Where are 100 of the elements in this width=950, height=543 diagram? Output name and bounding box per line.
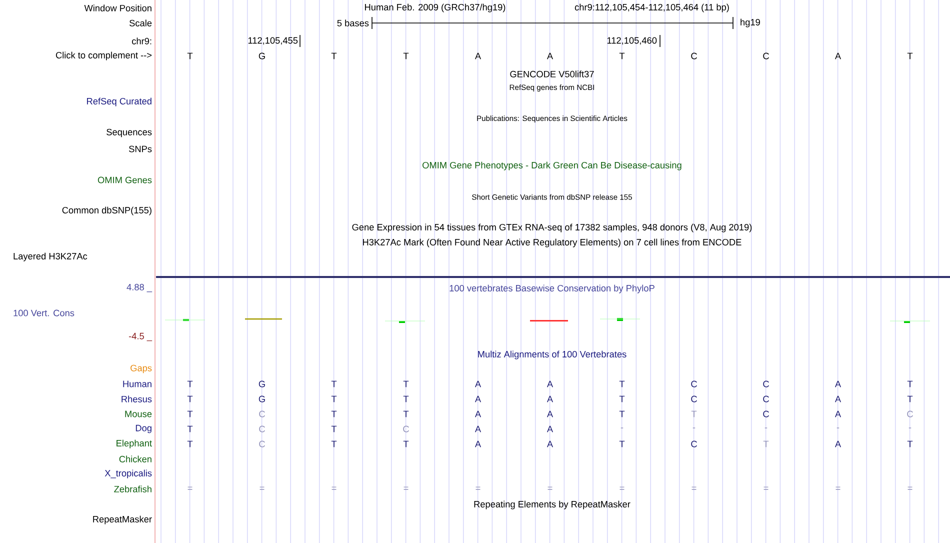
base-letter: A [546,52,554,60]
alignment-base: T [187,396,193,402]
scale-text: hg19 [740,18,760,28]
alignment-base: A [474,396,482,402]
alignment-base: A [834,380,842,388]
alignment-base: A [474,380,482,388]
alignment-base: = [332,486,336,490]
base-letter: C [691,52,697,60]
coordinate-text: 112,105,460 [607,37,657,45]
alignment-base: C [403,426,409,432]
alignment-base: = [620,486,624,490]
alignment-base: C [763,380,769,388]
alignment-base: A [474,410,482,418]
alignment-base: A [546,410,554,418]
axis-value: -4.5 _ [128,332,152,342]
alignment-base: C [259,440,265,448]
track-title: Gene Expression in 54 tissues from GTEx RNA-seq of 17382 samples, 948 donors (V8, Aug 2019) [352,224,752,232]
alignment-base: = [836,486,840,490]
alignment-base: = [404,486,408,490]
track-label: SNPs [129,146,152,152]
assembly-text: Human Feb. 2009 (GRCh37/hg19) [365,4,506,12]
alignment-base: T [331,380,337,388]
alignment-base: T [619,380,625,388]
scale-text: 5 bases [337,20,369,26]
alignment-base: C [763,410,769,418]
alignment-base: A [474,426,482,432]
row-label: Click to complement --> [56,52,152,60]
base-letter: T [403,52,409,60]
track-title: H3K27Ac Mark (Often Found Near Active Regulatory Elements) on 7 cell lines from ENCODE [363,238,742,248]
track-label: RefSeq Curated [87,98,152,106]
alignment-base: T [331,426,337,432]
track-title: GENCODE V50lift37 [510,70,594,78]
row-label: Scale [130,20,152,26]
alignment-base: G [258,380,265,388]
alignment-base: C [259,410,265,418]
alignment-base: T [331,396,337,402]
alignment-base: A [834,440,842,448]
base-letter: G [258,52,265,60]
alignment-base: G [258,396,265,402]
alignment-base: A [546,426,554,432]
alignment-base: A [546,380,554,388]
species-label: Elephant [116,440,152,448]
species-label: Mouse [125,410,152,418]
track-label: Common dbSNP(155) [62,206,152,216]
alignment-base: T [619,410,625,418]
species-label: Rhesus [122,396,152,402]
alignment-base: C [691,440,697,448]
species-label: Zebrafish [114,486,152,492]
position-text: chr9:112,105,454-112,105,464 (11 bp) [574,4,729,12]
alignment-base: A [546,396,554,402]
track-label: OMIM Genes [98,176,152,184]
base-letter: T [331,52,337,60]
alignment-base: C [907,410,913,418]
base-letter: T [619,52,625,60]
alignment-base: A [474,440,482,448]
base-letter: T [907,52,913,60]
alignment-base: = [548,486,552,490]
alignment-base: T [187,426,193,432]
alignment-base: = [908,486,912,490]
alignment-base: C [691,396,697,402]
alignment-base: T [403,396,409,402]
alignment-base: A [834,396,842,402]
alignment-base: = [260,486,264,490]
track-label: Layered H3K27Ac [14,252,88,262]
row-label: chr9: [132,38,152,44]
base-letter: A [834,52,842,60]
alignment-base: T [331,410,337,418]
coordinate-text: 112,105,455 [248,37,298,45]
alignment-base: = [188,486,192,490]
track-label: RepeatMasker [93,516,152,524]
alignment-base: C [763,396,769,402]
species-label: X_tropicalis [104,470,152,478]
alignment-base: T [403,380,409,388]
track-label: Gaps [130,364,152,374]
alignment-base: T [187,410,193,418]
alignment-base: = [692,486,696,490]
alignment-base: T [619,396,625,402]
alignment-base: C [691,380,697,388]
base-letter: T [187,52,193,60]
base-letter: A [474,52,482,60]
species-label: Human [123,380,152,388]
alignment-base: T [619,440,625,448]
base-letter: C [763,52,769,60]
track-label: Sequences [106,128,152,138]
axis-value: 4.88 _ [126,284,152,292]
alignment-base: T [763,440,769,448]
row-label: Window Position [84,4,152,12]
alignment-base: T [907,380,913,388]
alignment-base: = [764,486,768,490]
alignment-base: T [403,410,409,418]
track-label: 100 Vert. Cons [14,310,74,316]
alignment-base: T [403,440,409,448]
alignment-base: A [834,410,842,418]
track-title: 100 vertebrates Basewise Conservation by PhyloP [450,284,654,294]
alignment-base: C [259,426,265,432]
alignment-base: T [907,396,913,402]
alignment-base: T [187,380,193,388]
track-title: Repeating Elements by RepeatMasker [474,500,630,510]
alignment-base: = [476,486,480,490]
alignment-base: T [691,410,697,418]
